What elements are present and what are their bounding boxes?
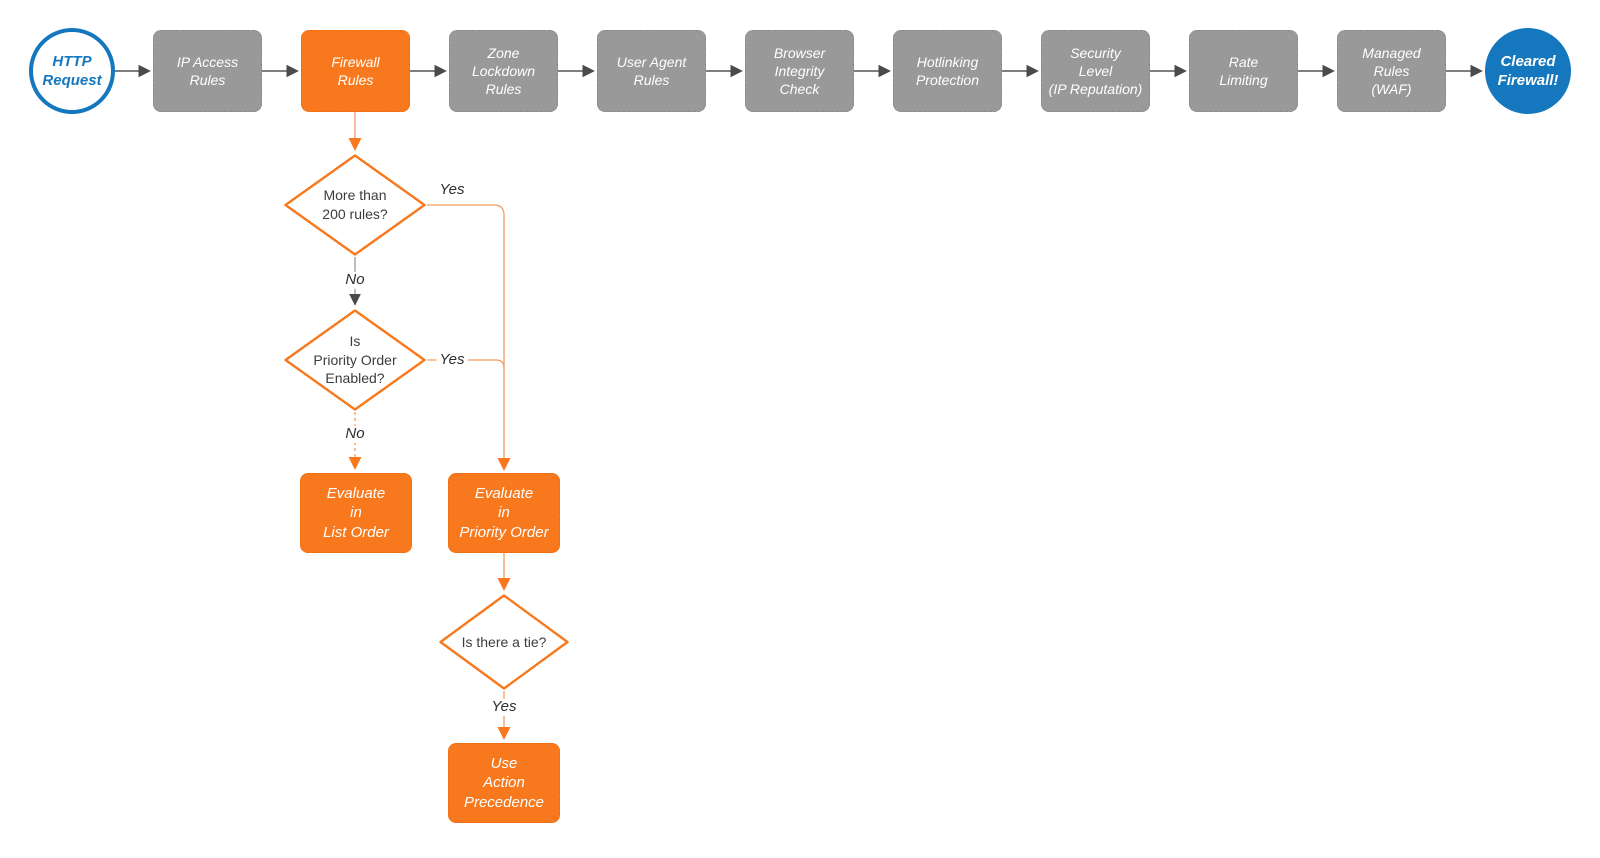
node-cleared-firewall: Cleared Firewall! [1485,28,1571,114]
node-evaluate-priority-order: Evaluate in Priority Order [448,473,560,553]
node-managed-rules-waf-label: Managed Rules (WAF) [1362,44,1421,98]
edge-label-decision2-yes: Yes [436,351,468,369]
node-firewall-rules-label: Firewall Rules [331,53,380,88]
node-ip-access-rules-label: IP Access Rules [176,53,239,88]
node-use-action-precedence: Use Action Precedence [448,743,560,823]
node-rate-limiting: Rate Limiting [1189,30,1298,112]
node-managed-rules-waf: Managed Rules (WAF) [1337,30,1446,112]
edge-label-decision3-yes: Yes [488,698,520,716]
edge-label-decision1-no: No [342,271,368,289]
edge-decision1-yes-to-priority-order [427,204,511,471]
node-hotlinking-protection-label: Hotlinking Protection [915,53,980,88]
decision-more-than-200-rules-shape [284,154,426,256]
node-rate-limiting-label: Rate Limiting [1219,53,1268,88]
decision-priority-order-enabled-label: Is Priority Order Enabled? [313,332,397,387]
decision-is-there-a-tie: Is there a tie? [438,593,570,691]
node-zone-lockdown-rules: Zone Lockdown Rules [449,30,558,112]
node-security-level: Security Level (IP Reputation) [1041,30,1150,112]
node-evaluate-list-order-label: Evaluate in List Order [323,484,389,541]
node-cleared-firewall-label: Cleared Firewall! [1497,52,1559,90]
decision-more-than-200-rules: More than 200 rules? [283,153,427,257]
decision-priority-order-enabled-shape [284,309,426,411]
node-browser-integrity-check-label: Browser Integrity Check [773,44,826,98]
edge-label-decision1-yes: Yes [436,181,468,199]
decision-is-there-a-tie-label: Is there a tie? [461,633,547,650]
node-user-agent-rules: User Agent Rules [597,30,706,112]
node-zone-lockdown-rules-label: Zone Lockdown Rules [471,44,536,98]
edge-label-decision2-no: No [342,425,368,443]
node-user-agent-rules-label: User Agent Rules [616,53,687,88]
node-firewall-rules: Firewall Rules [301,30,410,112]
node-evaluate-priority-order-label: Evaluate in Priority Order [459,484,549,541]
node-ip-access-rules: IP Access Rules [153,30,262,112]
node-security-level-label: Security Level (IP Reputation) [1048,44,1143,98]
node-hotlinking-protection: Hotlinking Protection [893,30,1002,112]
node-use-action-precedence-label: Use Action Precedence [463,754,545,811]
decision-priority-order-enabled: Is Priority Order Enabled? [283,308,427,412]
edge-decision2-yes-merge [427,359,505,369]
node-evaluate-list-order: Evaluate in List Order [300,473,412,553]
node-browser-integrity-check: Browser Integrity Check [745,30,854,112]
node-http-request-label: HTTP Request [42,52,102,90]
decision-is-there-a-tie-shape [439,594,569,690]
decision-more-than-200-rules-label: More than 200 rules? [322,187,388,222]
node-http-request: HTTP Request [29,28,115,114]
